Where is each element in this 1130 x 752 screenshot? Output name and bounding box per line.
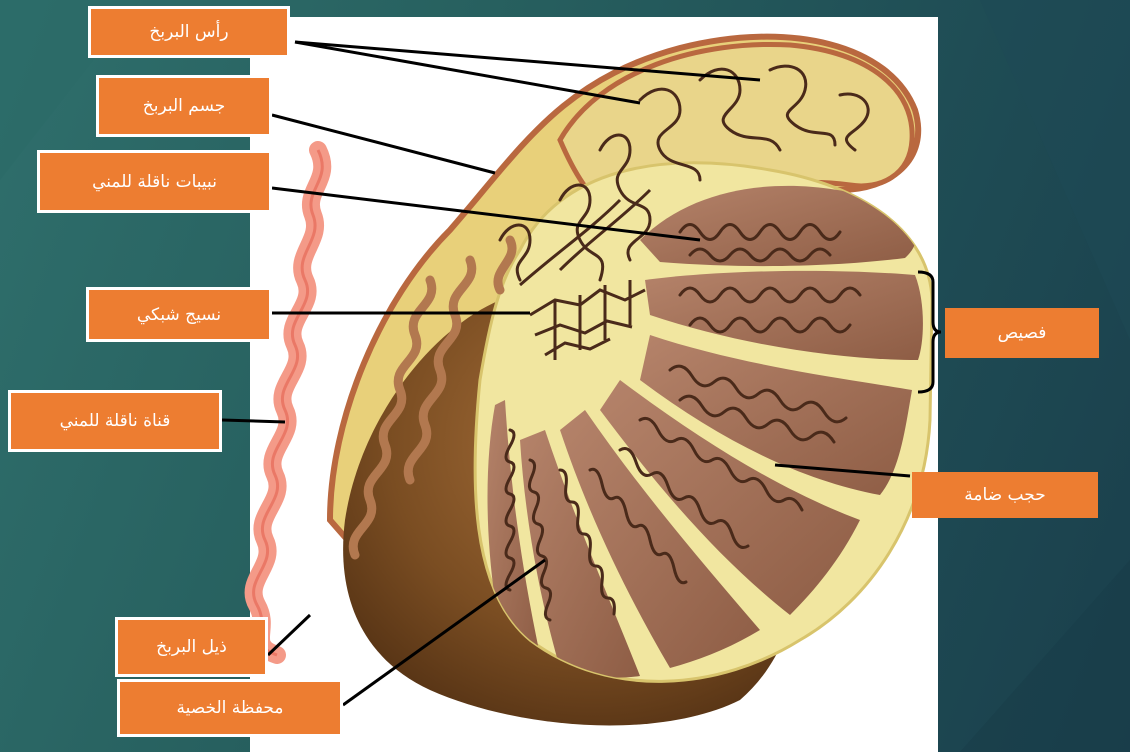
vas-deferens-shape <box>254 150 323 655</box>
epididymis-head-label: رأس البربخ <box>88 6 290 58</box>
vas-deferens-label: قناة ناقلة للمني <box>8 390 222 452</box>
epididymis-body-label: جسم البربخ <box>96 75 272 137</box>
tunica-albuginea-label: محفظة الخصية <box>117 679 343 737</box>
septum-label: حجب ضامة <box>912 472 1098 518</box>
efferent-ductules-label: نبيبات ناقلة للمني <box>37 150 272 213</box>
rete-testis-label: نسيج شبكي <box>86 287 272 342</box>
lobule-label: فصيص <box>945 308 1099 358</box>
epididymis-tail-label: ذيل البربخ <box>115 617 268 677</box>
